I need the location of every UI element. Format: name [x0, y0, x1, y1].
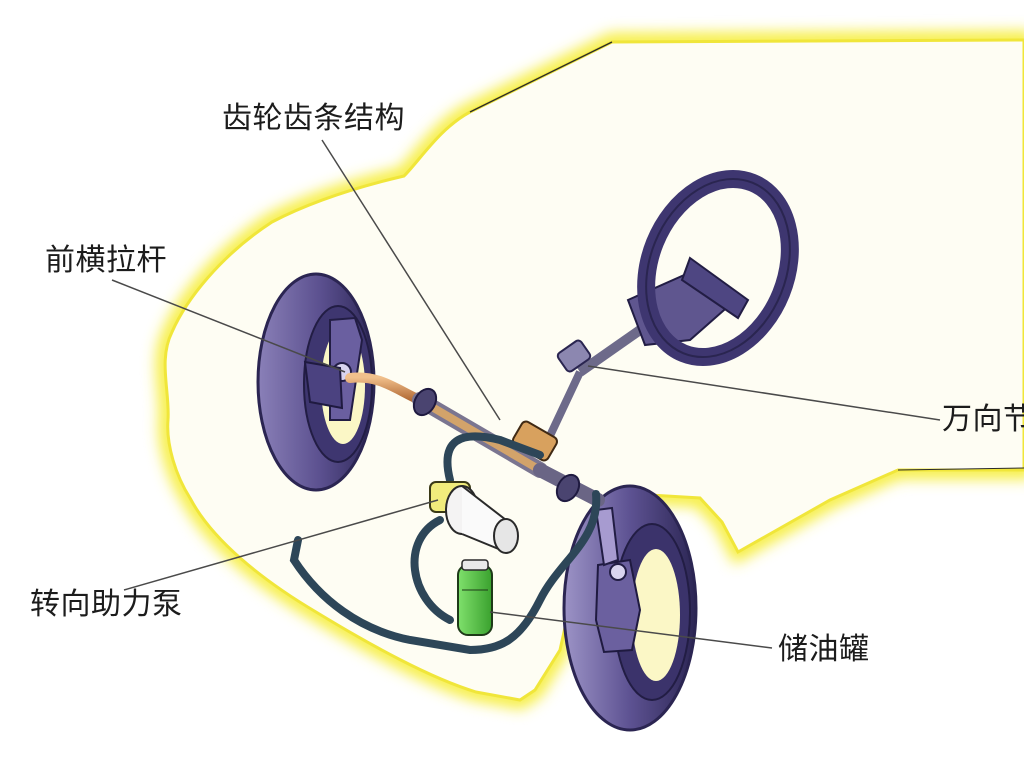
leader-line-tie-rod — [111, 279, 346, 373]
leader-line-rack — [321, 139, 501, 421]
label-universal-joint: 万向节 — [942, 402, 1024, 437]
oil-reservoir — [457, 559, 493, 636]
label-rack-and-pinion: 齿轮齿条结构 — [222, 101, 405, 136]
leader-lines — [111, 139, 941, 649]
right-front-wheel — [562, 484, 698, 732]
label-front-tie-rod: 前横拉杆 — [45, 243, 167, 278]
leader-line-reservoir — [489, 611, 773, 649]
leader-line-pump — [123, 499, 439, 591]
car-body-outline — [156, 30, 1024, 710]
label-oil-reservoir: 储油罐 — [778, 632, 870, 667]
left-front-wheel — [256, 272, 376, 492]
power-steering-pump — [429, 481, 519, 554]
steering-wheel-assembly — [544, 169, 799, 442]
label-power-steering-pump: 转向助力泵 — [30, 587, 183, 622]
hydraulic-hoses — [289, 432, 601, 655]
leader-line-universal-joint — [587, 365, 941, 421]
